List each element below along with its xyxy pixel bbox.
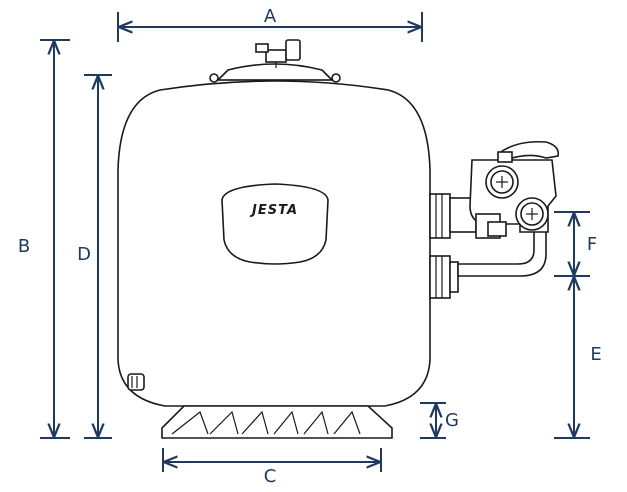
tank-base — [161, 405, 393, 439]
brand-logo-text: JESTA — [249, 203, 298, 218]
filter-tank: JESTA — [117, 39, 431, 407]
dimension-d-label: D — [77, 244, 91, 265]
dimension-c-label: C — [264, 466, 277, 487]
drain-plug — [127, 373, 145, 391]
brand-badge: JESTA — [221, 183, 329, 265]
dimension-f-label: F — [587, 234, 597, 255]
valve-handle — [496, 140, 560, 161]
dimension-lines: A B D C F E G — [18, 6, 602, 487]
tank-lid — [216, 63, 334, 81]
dimension-b-label: B — [18, 236, 30, 257]
dimension-a-label: A — [264, 6, 277, 27]
dimension-e-label: E — [590, 344, 601, 365]
multiport-valve — [469, 140, 560, 239]
air-relief-valve — [255, 39, 301, 68]
dimension-g-label: G — [445, 410, 459, 431]
